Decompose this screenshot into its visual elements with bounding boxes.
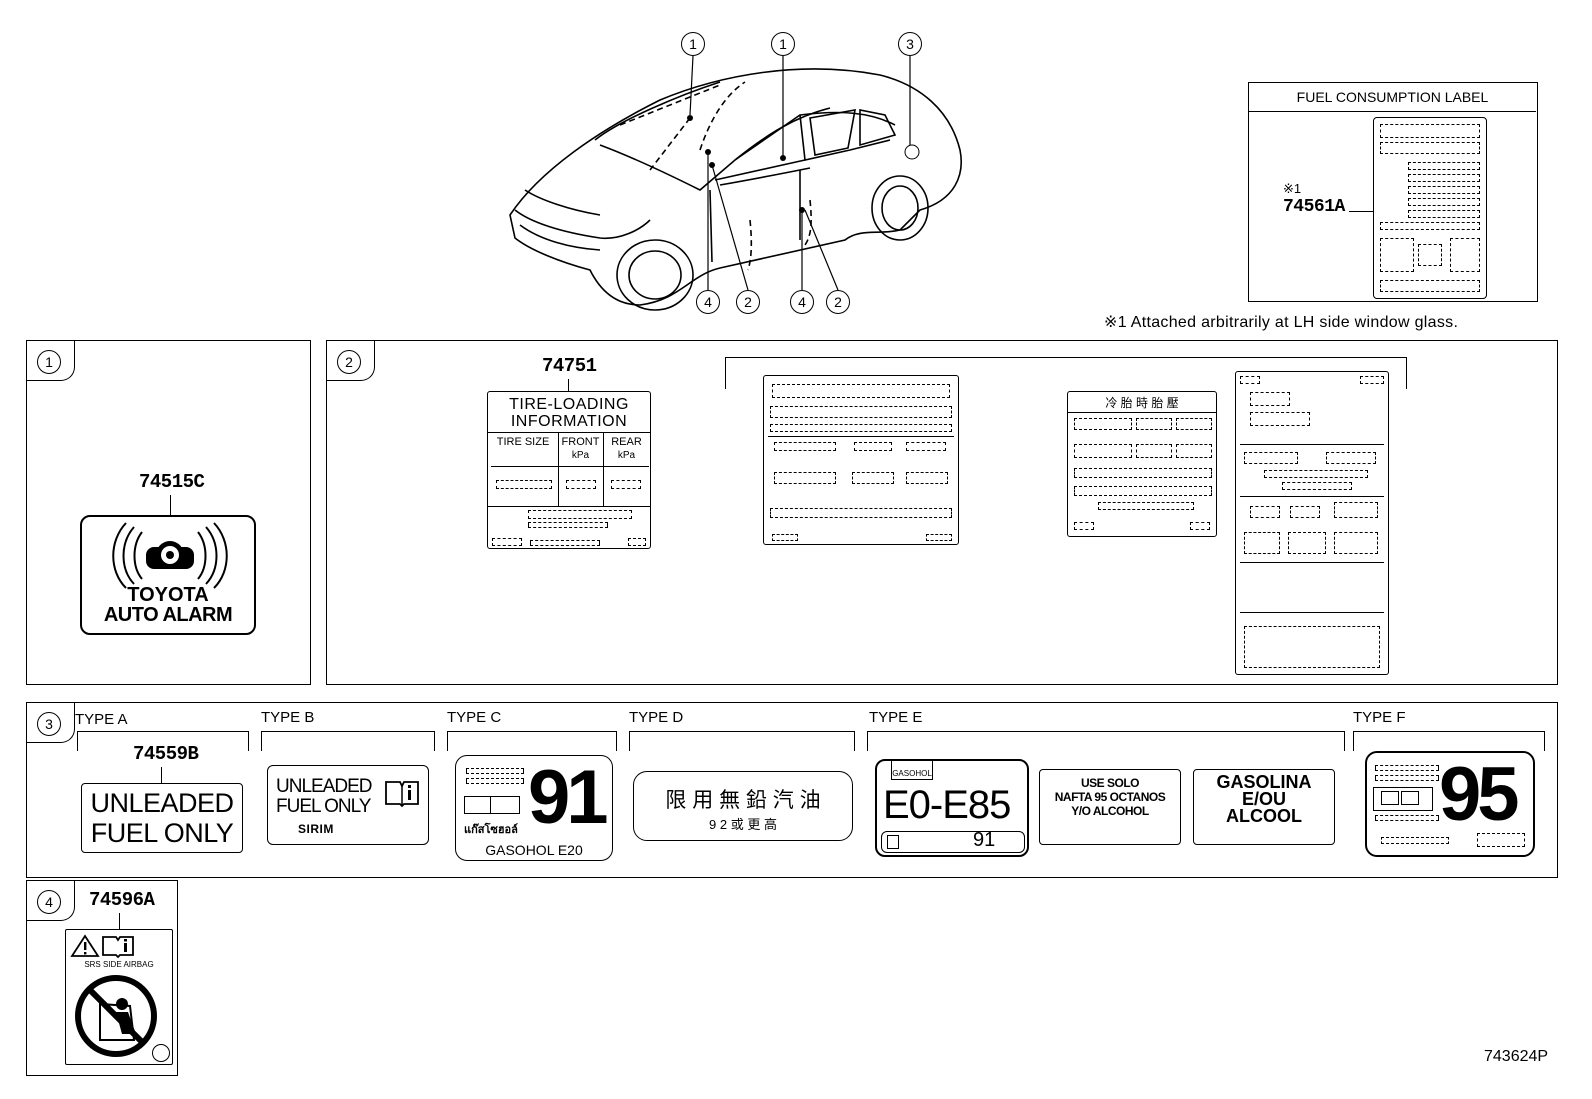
- airbag-part-number: 74596A: [89, 889, 155, 911]
- type-b-line-1: UNLEADED: [276, 776, 372, 797]
- type-e2-line-1: USE SOLO: [1080, 776, 1140, 790]
- type-e3-line-2: E/OU: [1241, 789, 1286, 809]
- type-d-label: 限 用 無 鉛 汽 油 9 2 或 更 高: [633, 771, 853, 841]
- type-f-label: 95: [1365, 751, 1535, 857]
- type-c-heading: TYPE C: [447, 709, 502, 726]
- type-e-main: E0-E85: [883, 783, 1011, 827]
- callout-4a: 4: [696, 290, 720, 314]
- type-d-line-2: 9 2 或 更 高: [709, 817, 777, 832]
- type-b-bracket: [261, 731, 435, 751]
- tire-col-rear: REAR: [611, 436, 642, 448]
- manual-book-icon: [102, 936, 134, 959]
- type-f-octane: 95: [1439, 752, 1520, 837]
- panel-4: 4 74596A SRS SIDE AIRBAG: [26, 880, 178, 1076]
- fuel-label-part-number: 74561A: [1283, 197, 1345, 217]
- warning-icon: [70, 934, 100, 957]
- callout-3: 3: [898, 32, 922, 56]
- tire-col-front: FRONT: [561, 436, 600, 448]
- fuel-label-note: ※1 Attached arbitrarily at LH side windo…: [1104, 314, 1459, 331]
- alarm-line-2: AUTO ALARM: [103, 604, 233, 626]
- type-b-line-2: FUEL ONLY: [276, 796, 371, 817]
- type-e-heading: TYPE E: [869, 709, 923, 726]
- tire-part-number: 74751: [542, 355, 597, 377]
- callout-1b: 1: [771, 32, 795, 56]
- type-c-thai-text: แก๊สโซฮอล์: [464, 824, 518, 836]
- type-c-bottom-text: GASOHOL E20: [485, 842, 583, 858]
- tire-label-chinese: 冷 胎 時 胎 壓: [1067, 391, 1217, 537]
- panel-2-number: 2: [337, 350, 361, 374]
- tire-title-1: TIRE-LOADING: [509, 396, 629, 413]
- fuel-consumption-box: FUEL CONSUMPTION LABEL ※1 74561A: [1248, 82, 1538, 302]
- panel-3: 3 TYPE A TYPE B TYPE C TYPE D TYPE E TYP…: [26, 702, 1558, 878]
- type-d-line-1: 限 用 無 鉛 汽 油: [665, 789, 821, 812]
- type-a-heading: TYPE A: [75, 711, 128, 728]
- type-e2-line-2: NAFTA 95 OCTANOS: [1054, 790, 1166, 804]
- type-d-heading: TYPE D: [629, 709, 684, 726]
- alarm-icon: [112, 522, 228, 589]
- alarm-part-number: 74515C: [139, 471, 205, 493]
- type-b-label: UNLEADED FUEL ONLY SIRIM: [267, 765, 429, 845]
- sirim-logo: SIRIM: [298, 822, 334, 836]
- type-e-octane: 91: [973, 829, 996, 851]
- alarm-line-1: TOYOTA: [127, 584, 209, 606]
- tire-col-front-unit: kPa: [571, 450, 590, 461]
- fuel-consumption-sticker: [1373, 117, 1487, 299]
- srs-airbag-label: SRS SIDE AIRBAG: [65, 929, 173, 1065]
- type-e3-line-3: ALCOOL: [1226, 806, 1302, 826]
- type-e2-line-3: Y/O ALCOHOL: [1071, 804, 1149, 818]
- type-e-label-3: GASOLINA E/OU ALCOOL: [1193, 769, 1335, 845]
- type-e-label-2: USE SOLO NAFTA 95 OCTANOS Y/O ALCOHOL: [1039, 769, 1181, 845]
- tire-title-2: INFORMATION: [510, 413, 628, 430]
- type-c-bracket: [447, 731, 617, 751]
- callout-4b: 4: [790, 290, 814, 314]
- type-a-line-1: UNLEADED: [90, 788, 234, 818]
- type-b-heading: TYPE B: [261, 709, 315, 726]
- fuel-note-mark: ※1: [1283, 181, 1302, 196]
- tire-label-tall: [1235, 371, 1389, 675]
- tire-col-rear-unit: kPa: [617, 450, 636, 461]
- tire-labels-bracket: [725, 357, 1407, 389]
- airbag-corner-circle: [152, 1044, 170, 1062]
- panel-1: 1 74515C TOYOTA AUTO ALARM: [26, 340, 311, 685]
- type-e3-line-1: GASOLINA: [1216, 772, 1312, 792]
- panel-1-number: 1: [37, 350, 61, 374]
- diagram-id: 743624P: [1484, 1048, 1549, 1065]
- tire-label-variant-2: [763, 375, 959, 545]
- type-f-heading: TYPE F: [1353, 709, 1406, 726]
- panel-4-number: 4: [37, 890, 61, 914]
- type-e-bracket: [867, 731, 1345, 751]
- airbag-caption: SRS SIDE AIRBAG: [84, 960, 154, 969]
- fuel-consumption-title: FUEL CONSUMPTION LABEL: [1249, 83, 1536, 112]
- tire-col-size: TIRE SIZE: [496, 436, 550, 448]
- callout-2b: 2: [826, 290, 850, 314]
- tire-leader-line: [568, 379, 569, 391]
- type-a-part-number: 74559B: [133, 743, 199, 765]
- type-e-gasohol-tag: GASOHOL: [891, 761, 933, 780]
- toyota-auto-alarm-label: TOYOTA AUTO ALARM: [80, 515, 256, 635]
- chinese-heading: 冷 胎 時 胎 壓: [1068, 394, 1216, 413]
- type-e-label-1: GASOHOL E0-E85 91: [875, 759, 1029, 857]
- type-a-bracket: [77, 731, 249, 751]
- tire-loading-label: TIRE-LOADING INFORMATION TIRE SIZE FRONT…: [487, 391, 651, 549]
- callout-1a: 1: [681, 32, 705, 56]
- panel-3-number: 3: [37, 712, 61, 736]
- type-a-line-2: FUEL ONLY: [90, 818, 234, 848]
- book-info-icon: [385, 781, 419, 808]
- type-f-bracket: [1353, 731, 1545, 751]
- fuel-leader-line: [1349, 211, 1373, 212]
- type-a-label: UNLEADED FUEL ONLY: [81, 783, 243, 853]
- type-d-bracket: [629, 731, 855, 751]
- alarm-leader-line: [170, 495, 171, 515]
- type-c-label: แก๊สโซฮอล์ 91 GASOHOL E20: [455, 755, 613, 861]
- panel-2: 2 74751 TIRE-LOADING INFORMATION TIRE SI…: [326, 340, 1558, 685]
- type-c-octane: 91: [528, 755, 609, 840]
- no-child-seat-icon: [75, 975, 157, 1057]
- callout-2a: 2: [736, 290, 760, 314]
